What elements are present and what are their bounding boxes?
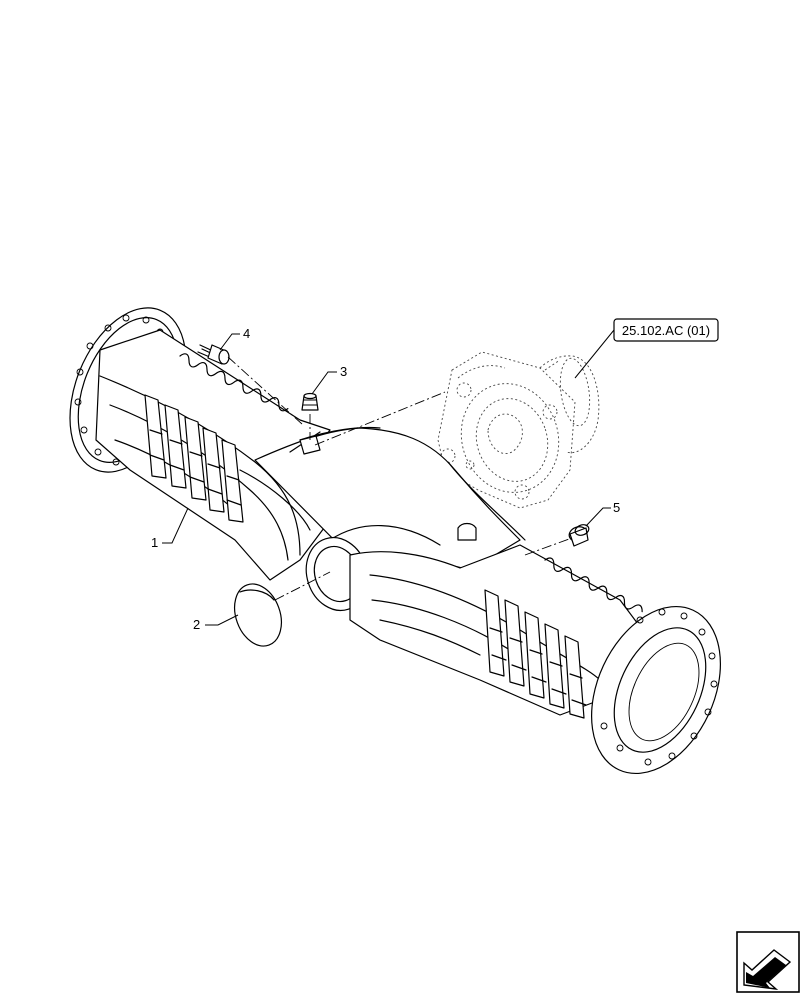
callout-2: 2 <box>193 614 239 632</box>
callout-5-label: 5 <box>613 500 620 515</box>
callout-2-label: 2 <box>193 617 200 632</box>
left-cooling-ribs <box>144 394 244 523</box>
plug-part <box>568 524 590 547</box>
cover-disc-part <box>234 583 282 647</box>
axle-housing <box>69 307 721 775</box>
reference-label: 25.102.AC (01) <box>622 323 710 338</box>
breather-fitting-part <box>301 392 319 411</box>
callout-3-label: 3 <box>340 364 347 379</box>
right-flange <box>591 605 721 775</box>
callout-5: 5 <box>585 500 620 527</box>
callout-1: 1 <box>151 507 189 550</box>
callout-1-label: 1 <box>151 535 158 550</box>
reference-callout[interactable]: 25.102.AC (01) <box>574 318 719 379</box>
assembly-lines <box>227 356 573 601</box>
next-page-arrow-icon[interactable] <box>736 931 800 993</box>
callout-4-label: 4 <box>243 326 250 341</box>
callout-3: 3 <box>311 364 347 395</box>
callout-4: 4 <box>219 326 250 351</box>
right-cooling-ribs <box>484 589 587 719</box>
